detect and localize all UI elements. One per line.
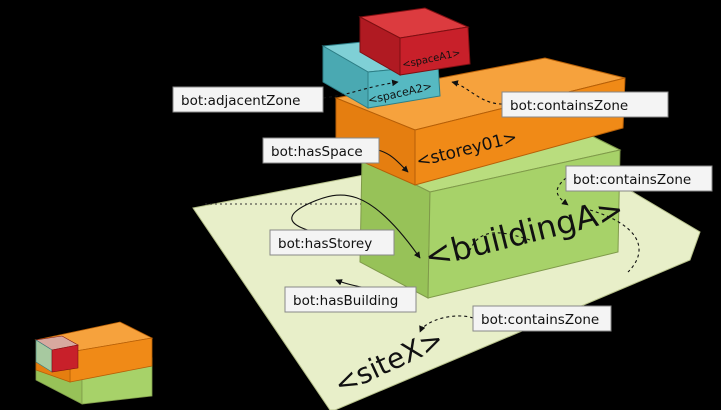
tag-has-building-text: bot:hasBuilding [293, 293, 398, 309]
space-a1-block [358, 7, 471, 76]
tag-has-building: bot:hasBuilding [284, 286, 417, 313]
tag-contains-zone-building-text: bot:containsZone [573, 172, 691, 188]
tag-contains-zone-site: bot:containsZone [472, 305, 612, 332]
tag-has-space-text: bot:hasSpace [271, 144, 363, 160]
mini-model-icon [34, 321, 154, 405]
tag-adjacent-zone-text: bot:adjacentZone [181, 93, 300, 109]
tag-contains-zone-space: bot:containsZone [501, 91, 669, 118]
tag-contains-zone-space-text: bot:containsZone [510, 98, 628, 114]
tag-adjacent-zone: bot:adjacentZone [172, 86, 324, 113]
tag-contains-zone-building: bot:containsZone [565, 165, 713, 192]
tag-has-space: bot:hasSpace [262, 137, 380, 164]
tag-has-storey-text: bot:hasStorey [278, 236, 372, 252]
tag-has-storey: bot:hasStorey [269, 229, 395, 256]
tag-contains-zone-site-text: bot:containsZone [481, 312, 599, 328]
